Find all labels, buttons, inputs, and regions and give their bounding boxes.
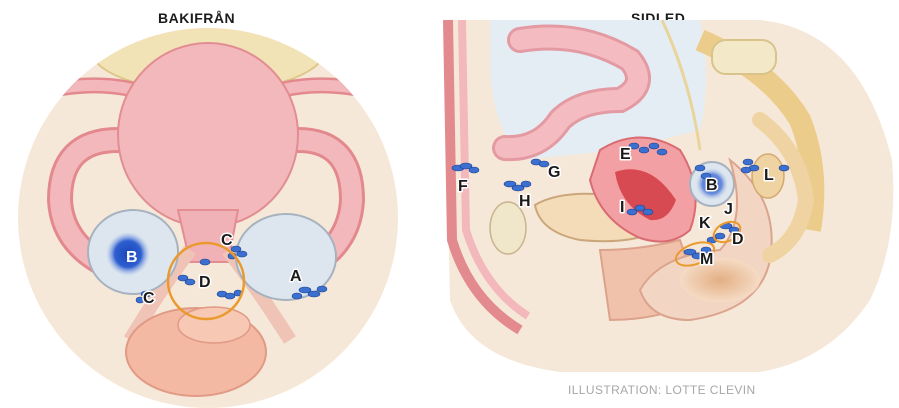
side-view-diagram: E F G H I B L K J D M [444,20,893,372]
label-side-K: K [699,215,711,232]
label-side-D: D [732,231,744,248]
label-back-D: D [199,274,211,291]
label-side-J: J [724,201,733,218]
label-back-A: A [290,268,302,285]
label-side-I: I [620,199,624,216]
label-side-E: E [620,146,631,163]
label-back-B: B [126,249,138,266]
label-side-M: M [700,251,713,268]
label-back-C-upper: C [221,232,233,249]
back-view-diagram: B C C D A [18,4,398,408]
label-side-F: F [458,178,468,195]
label-side-G: G [548,164,560,181]
label-side-L: L [764,167,774,184]
label-side-H: H [519,193,531,210]
illustration-credit: ILLUSTRATION: LOTTE CLEVIN [568,383,756,397]
label-side-B: B [706,177,718,194]
label-back-C-lower: C [143,290,155,307]
